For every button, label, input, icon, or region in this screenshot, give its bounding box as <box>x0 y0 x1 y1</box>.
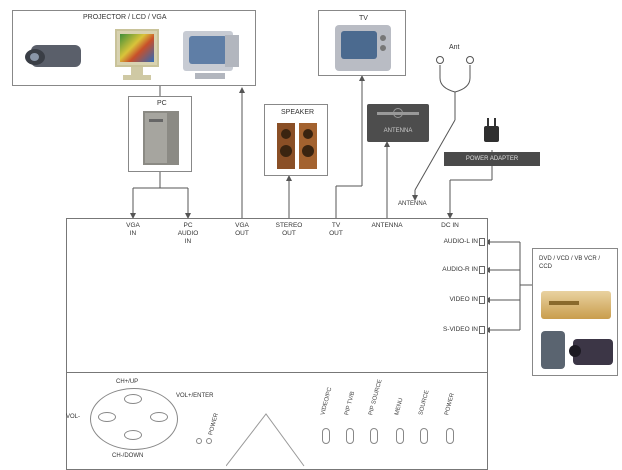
panel-triangle <box>226 413 305 467</box>
port-pc-audio-in: PC AUDIO IN <box>173 222 203 246</box>
port-label: IN <box>184 238 192 245</box>
camcorder-image <box>569 339 613 365</box>
port-label: OUT <box>282 230 296 237</box>
pc-box: PC <box>128 96 192 172</box>
vol-minus-label: VOL- <box>66 414 81 420</box>
port-label: IN <box>129 230 137 237</box>
antenna-device: ANTENNA <box>367 104 429 142</box>
speaker-title: SPEAKER <box>281 109 315 116</box>
ch-up-button[interactable] <box>124 394 142 404</box>
port-audio-r-in: AUDIO-R IN <box>442 266 478 273</box>
direction-pad <box>90 388 178 450</box>
port-label: VGA <box>126 222 140 229</box>
antenna-top-label: Ant <box>449 44 460 51</box>
ch-up-label: CH+/UP <box>116 379 139 385</box>
port-tv-out: TV OUT <box>323 222 349 238</box>
av-sources-box: DVD / VCD / VB VCR / CCD <box>532 248 618 376</box>
antenna-device-title: ANTENNA <box>383 128 413 134</box>
tv-title: TV <box>359 15 368 22</box>
vol-minus-button[interactable] <box>98 412 116 422</box>
port-label: TV <box>331 222 341 229</box>
port-dc-in: DC IN <box>436 222 464 230</box>
port-label: ANTENNA <box>371 222 403 229</box>
panel-button[interactable] <box>322 428 330 444</box>
projector-group-title: PROJECTOR / LCD / VGA <box>83 14 167 21</box>
projector-image <box>25 37 85 73</box>
power-indicator-dot <box>196 438 202 444</box>
tv-box: TV <box>318 10 406 76</box>
panel-button[interactable] <box>346 428 354 444</box>
port-audio-l-in: AUDIO-L IN <box>443 238 478 245</box>
ch-down-button[interactable] <box>124 430 142 440</box>
dvd-player-image <box>541 291 611 319</box>
tv-image <box>335 25 391 71</box>
power-button[interactable] <box>206 438 212 444</box>
antenna-top-icon <box>466 56 474 64</box>
port-label: STEREO <box>275 222 303 229</box>
main-unit-divider <box>66 372 488 373</box>
camcorder-image <box>541 331 565 369</box>
port-label: DC IN <box>441 222 459 229</box>
port-label: OUT <box>329 230 343 237</box>
speaker-image <box>277 123 317 169</box>
antenna-top-icon <box>436 56 444 64</box>
port-jack <box>479 296 485 304</box>
port-label: OUT <box>235 230 249 237</box>
panel-button[interactable] <box>446 428 454 444</box>
power-plug-icon <box>484 118 500 142</box>
port-stereo-out: STEREO OUT <box>272 222 306 238</box>
port-jack <box>479 238 485 246</box>
pc-title: PC <box>157 100 167 107</box>
port-s-video-in: S-VIDEO IN <box>442 326 478 333</box>
port-label: PC <box>183 222 193 229</box>
projector-group: PROJECTOR / LCD / VGA <box>12 10 256 86</box>
port-label: VGA <box>235 222 249 229</box>
speaker-box: SPEAKER <box>264 104 328 176</box>
crt-monitor-image <box>181 29 243 83</box>
port-vga-out: VGA OUT <box>229 222 255 238</box>
port-jack <box>479 266 485 274</box>
ch-down-label: CH-/DOWN <box>112 453 144 459</box>
panel-button[interactable] <box>370 428 378 444</box>
port-label: AUDIO <box>177 230 199 237</box>
vol-plus-button[interactable] <box>150 412 168 422</box>
antenna-junction-label: ANTENNA <box>398 201 427 207</box>
pc-tower-image <box>143 111 179 165</box>
vol-plus-label: VOL+/ENTER <box>176 393 214 399</box>
port-antenna: ANTENNA <box>366 222 408 230</box>
panel-button[interactable] <box>420 428 428 444</box>
av-sources-title: DVD / VCD / VB VCR / CCD <box>539 256 601 270</box>
port-vga-in: VGA IN <box>120 222 146 238</box>
panel-button[interactable] <box>396 428 404 444</box>
port-jack <box>479 326 485 334</box>
lcd-monitor-image <box>111 27 163 83</box>
port-video-in: VIDEO IN <box>449 296 478 303</box>
power-adapter: POWER ADAPTER <box>444 152 540 166</box>
